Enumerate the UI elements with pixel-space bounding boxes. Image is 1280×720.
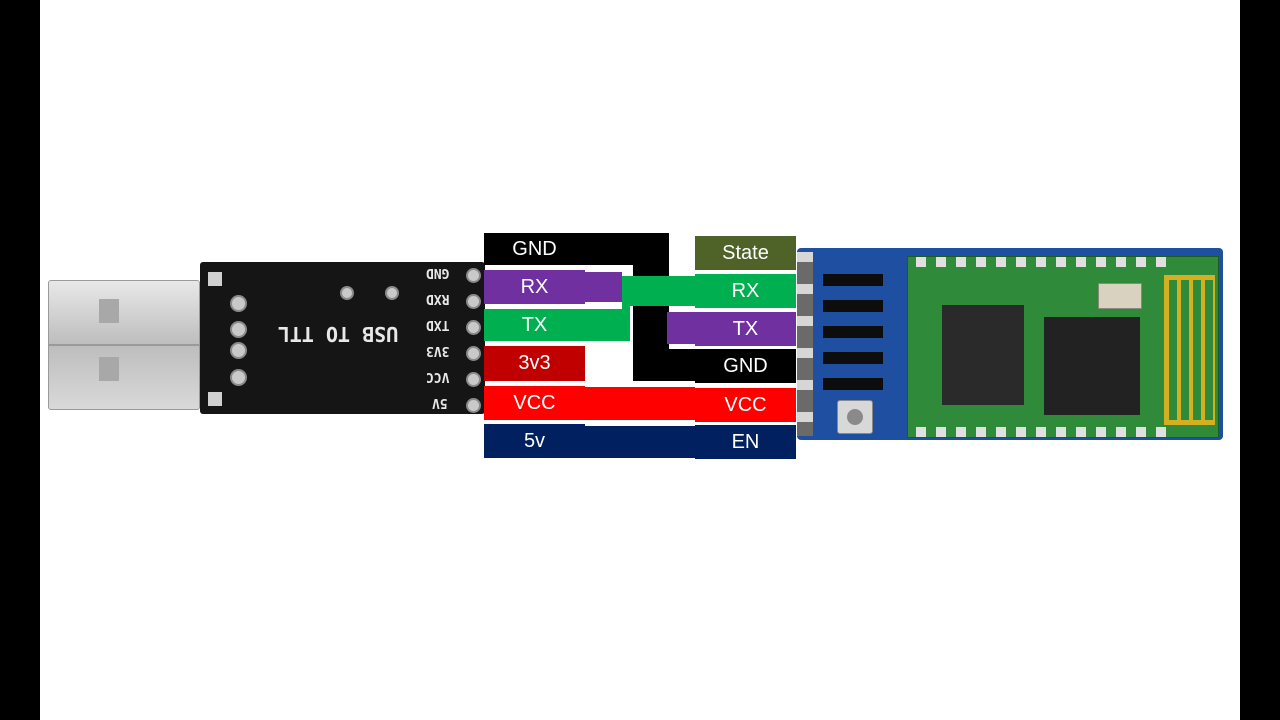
right-label-en: EN <box>695 425 796 459</box>
bluetooth-header-pins <box>797 252 813 436</box>
board-pin <box>466 346 481 361</box>
castellated-pads-top <box>916 257 1166 267</box>
right-label-vcc: VCC <box>695 388 796 422</box>
chip <box>942 305 1024 405</box>
wire-gnd <box>633 349 695 381</box>
board-hole <box>230 342 247 359</box>
board-pin <box>466 320 481 335</box>
right-label-rx: RX <box>695 274 796 308</box>
board-pin <box>466 268 481 283</box>
wire-rx-cross <box>667 312 695 344</box>
board-pin-label-3v3: 3V3 <box>426 343 450 358</box>
board-hole <box>340 286 354 300</box>
usb-plug-slot <box>99 357 119 381</box>
wireless-module <box>907 256 1219 438</box>
reset-button <box>837 400 873 434</box>
chip <box>1044 317 1140 415</box>
board-hole <box>230 295 247 312</box>
left-label-tx: TX <box>484 309 585 341</box>
board-pin-label-txd: TXD <box>426 317 450 332</box>
reset-button-cap <box>847 409 863 425</box>
left-label-vcc: VCC <box>484 386 585 420</box>
board-pin <box>466 372 481 387</box>
antenna-trace <box>1164 275 1215 425</box>
usb-ttl-board: USB TO TTL GND RXD TXD 3V3 VCC 5V <box>200 262 485 414</box>
board-pin <box>466 398 481 413</box>
left-label-rx: RX <box>484 270 585 304</box>
wire-rx-left <box>585 272 622 302</box>
wire-vcc <box>585 387 695 420</box>
board-pin-label-rxd: RXD <box>426 291 450 306</box>
right-label-state: State <box>695 236 796 270</box>
left-label-gnd: GND <box>484 233 585 265</box>
bluetooth-module <box>797 248 1223 440</box>
castellated-pads-bottom <box>916 427 1166 437</box>
board-hole <box>230 369 247 386</box>
board-pin-label-gnd: GND <box>426 265 450 280</box>
board-pin-label-5v: 5V <box>432 395 448 410</box>
usb-plug-seam <box>49 344 199 346</box>
right-label-tx: TX <box>695 312 796 346</box>
wire-tx-left <box>622 276 630 341</box>
right-label-gnd: GND <box>695 349 796 383</box>
board-pin <box>466 294 481 309</box>
diagram-canvas: USB TO TTL GND RXD TXD 3V3 VCC 5V <box>40 0 1240 720</box>
wire-tx-left <box>622 276 695 306</box>
board-hole <box>385 286 399 300</box>
board-pad <box>208 272 222 286</box>
usb-plug-slot <box>99 299 119 323</box>
board-pad <box>208 392 222 406</box>
bluetooth-components <box>823 260 883 390</box>
wire-5v <box>585 426 695 458</box>
usb-plug <box>48 280 200 410</box>
board-hole <box>230 321 247 338</box>
board-pin-label-vcc: VCC <box>426 369 450 384</box>
left-label-5v: 5v <box>484 424 585 458</box>
left-label-3v3: 3v3 <box>484 346 585 381</box>
board-title: USB TO TTL <box>277 322 399 346</box>
crystal <box>1098 283 1142 309</box>
